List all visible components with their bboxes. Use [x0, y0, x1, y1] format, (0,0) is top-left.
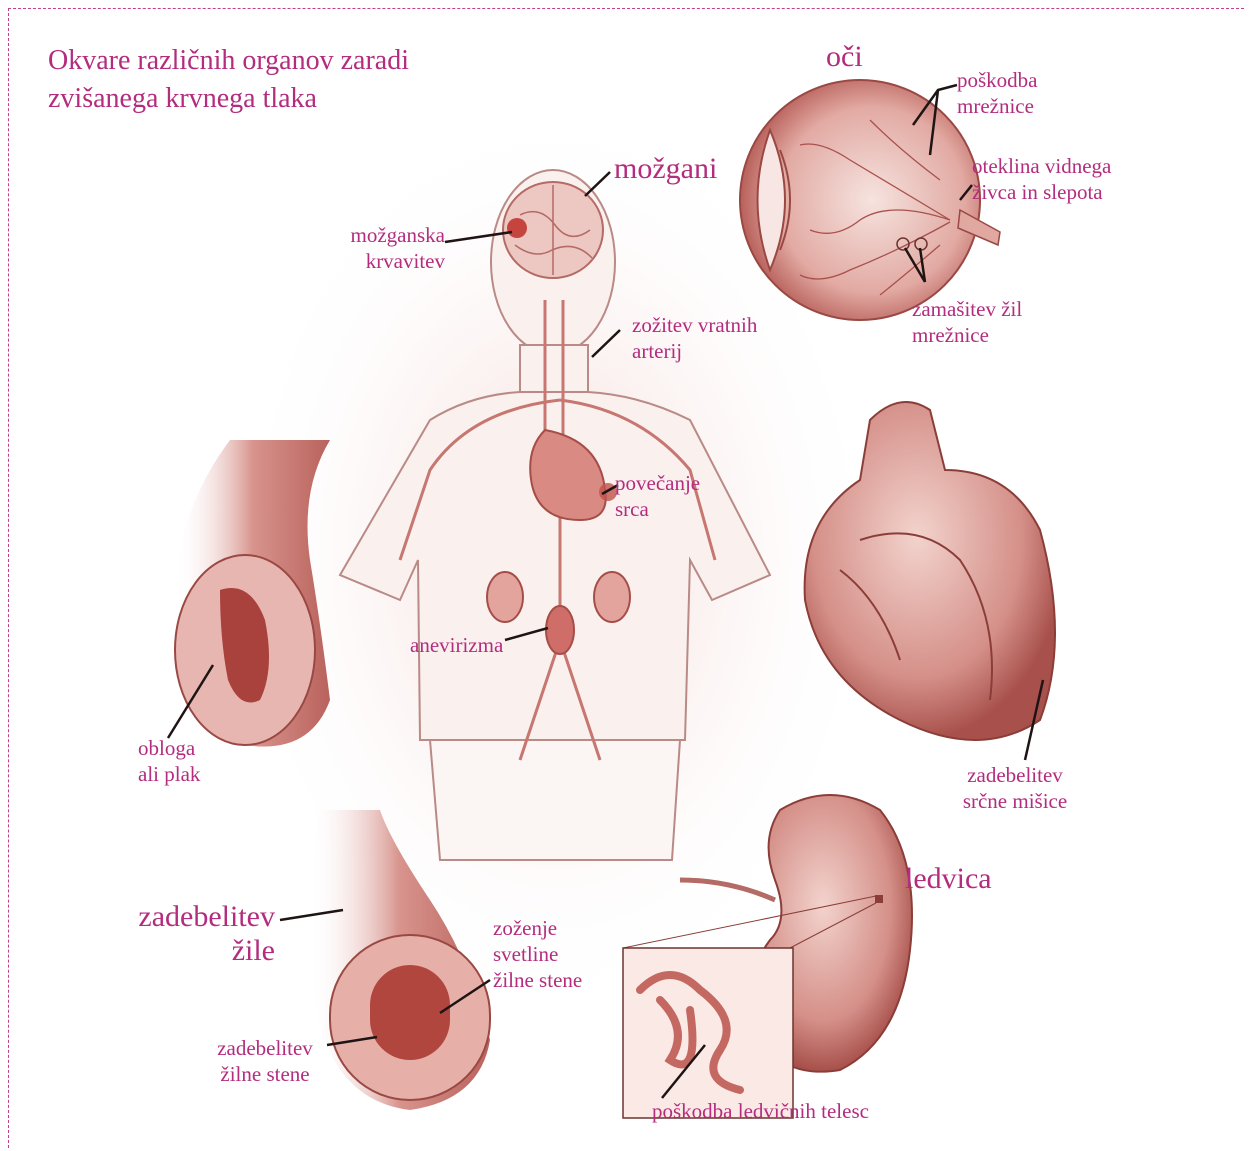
label-zadebelitev-zilne: zadebelitev žilne stene: [195, 1035, 335, 1087]
label-obloga-line-1: obloga: [138, 735, 200, 761]
label-oteklina-line-1: oteklina vidnega: [972, 153, 1111, 179]
title-line-1: Okvare različnih organov zaradi: [48, 42, 409, 80]
label-poskodba-mreznice: poškodba mrežnice: [957, 67, 1038, 119]
label-poskodba-mreznice-line-1: poškodba: [957, 67, 1038, 93]
label-anevrizma: anevirizma: [410, 632, 503, 658]
label-zozenje-line-1: zoženje: [493, 915, 582, 941]
label-mozganska-krvavitev-line-1: možganska: [300, 222, 445, 248]
label-zozitev-vratnih-line-1: zožitev vratnih: [632, 312, 757, 338]
label-zadebelitev-zile-line-2: žile: [120, 934, 275, 968]
label-poskodba-mreznice-line-2: mrežnice: [957, 93, 1038, 119]
label-oci: oči: [826, 40, 863, 74]
label-zadebelitev-zilne-line-1: zadebelitev: [195, 1035, 335, 1061]
label-povecanje-srca-line-1: povečanje: [615, 470, 700, 496]
label-mozganska-krvavitev: možganska krvavitev: [300, 222, 445, 274]
label-zadebelitev-srcne-line-2: srčne mišice: [940, 788, 1090, 814]
kidney-right: [594, 572, 630, 622]
label-zadebelitev-zilne-line-2: žilne stene: [195, 1061, 335, 1087]
label-zozenje-line-3: žilne stene: [493, 967, 582, 993]
label-poskodba-ledvicnih: poškodba ledvičnih telesc: [652, 1098, 869, 1124]
label-zozitev-vratnih: zožitev vratnih arterij: [632, 312, 757, 364]
label-oteklina-line-2: živca in slepota: [972, 179, 1111, 205]
plaque-vessel-illustration: [175, 440, 330, 747]
label-zadebelitev-zile: zadebelitev žile: [120, 900, 275, 968]
hemorrhage-spot: [507, 218, 527, 238]
kidney-left: [487, 572, 523, 622]
label-zozenje-line-2: svetline: [493, 941, 582, 967]
label-obloga-line-2: ali plak: [138, 761, 200, 787]
label-zadebelitev-srcne-line-1: zadebelitev: [940, 762, 1090, 788]
figure-title: Okvare različnih organov zaradi zvišaneg…: [48, 42, 409, 118]
label-zozitev-vratnih-line-2: arterij: [632, 338, 757, 364]
label-zozenje: zoženje svetline žilne stene: [493, 915, 582, 993]
label-ledvica: ledvica: [905, 862, 992, 896]
label-mozgani: možgani: [614, 152, 717, 186]
aneurysm: [546, 606, 574, 654]
label-zamasitev-line-1: zamašitev žil: [912, 296, 1022, 322]
label-zamasitev-line-2: mrežnice: [912, 322, 1022, 348]
label-povecanje-srca-line-2: srca: [615, 496, 700, 522]
label-zamasitev: zamašitev žil mrežnice: [912, 296, 1022, 348]
label-zadebelitev-zile-line-1: zadebelitev: [120, 900, 275, 934]
label-povecanje-srca: povečanje srca: [615, 470, 700, 522]
label-obloga: obloga ali plak: [138, 735, 200, 787]
label-zadebelitev-srcne: zadebelitev srčne mišice: [940, 762, 1090, 814]
title-line-2: zvišanega krvnega tlaka: [48, 80, 409, 118]
label-mozganska-krvavitev-line-2: krvavitev: [300, 248, 445, 274]
label-oteklina: oteklina vidnega živca in slepota: [972, 153, 1111, 205]
